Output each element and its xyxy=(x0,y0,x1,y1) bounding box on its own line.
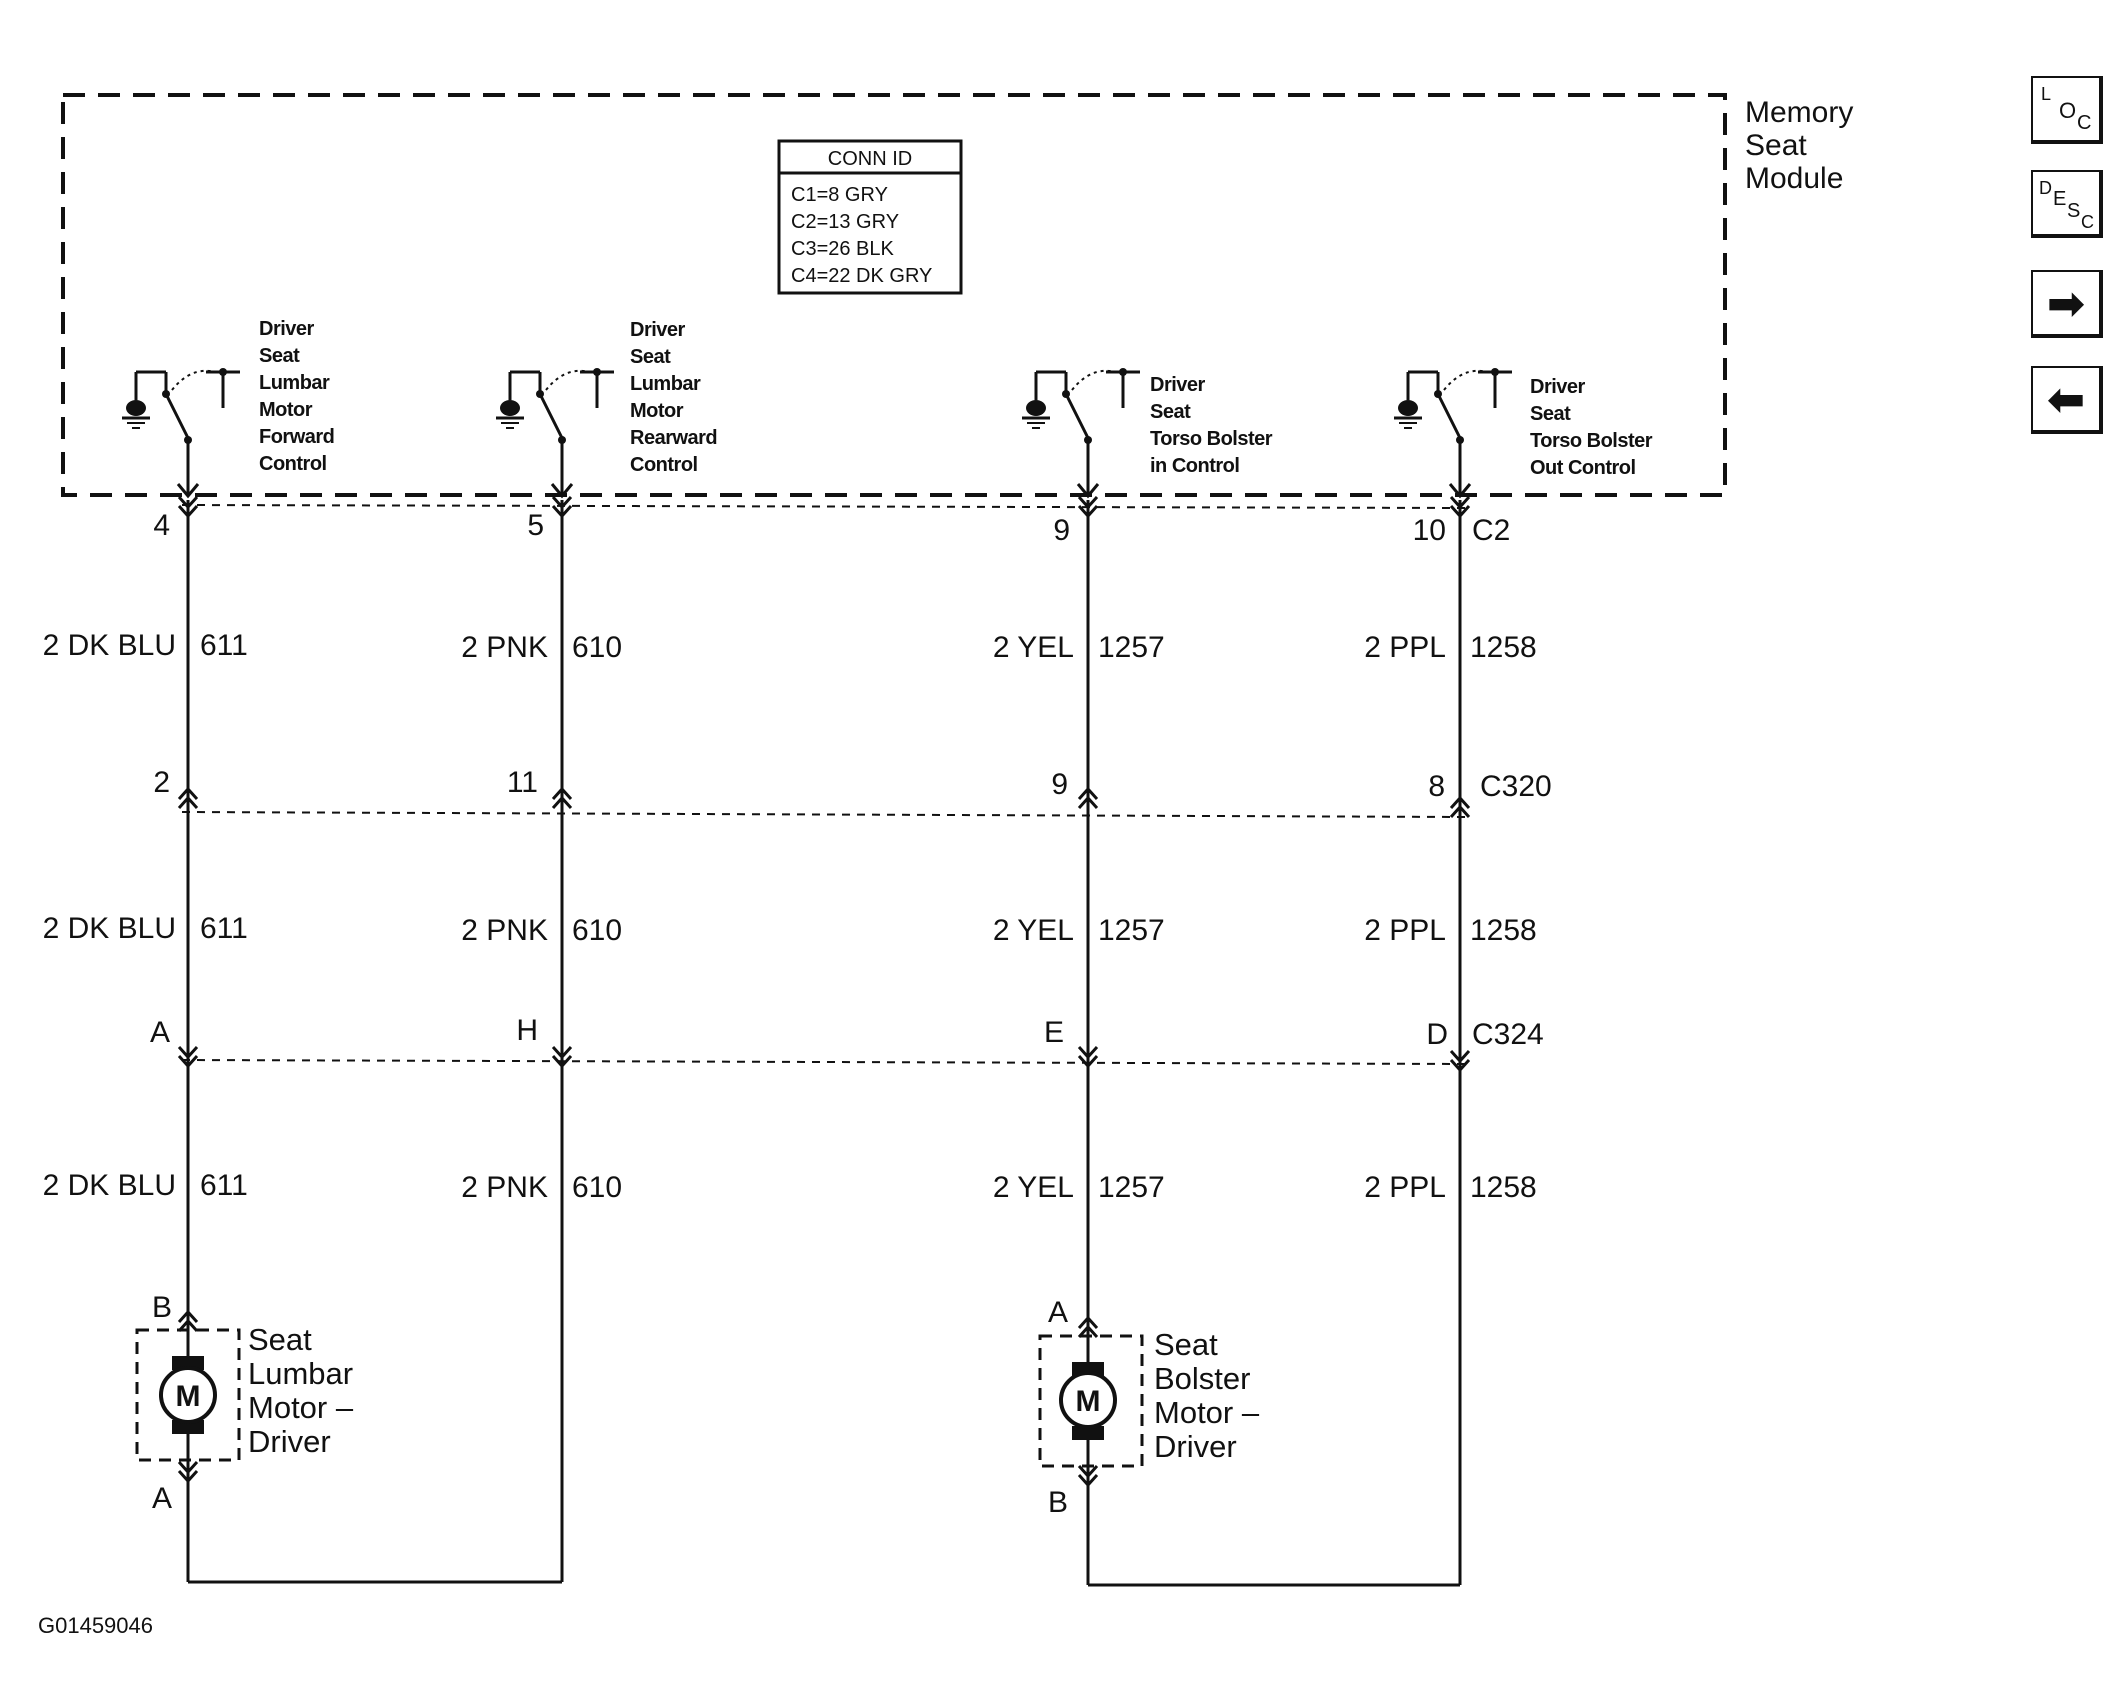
svg-text:1257: 1257 xyxy=(1098,914,1165,947)
svg-text:C324: C324 xyxy=(1472,1018,1544,1051)
svg-text:610: 610 xyxy=(572,1171,622,1204)
svg-text:2 PPL: 2 PPL xyxy=(1364,1171,1446,1204)
svg-text:610: 610 xyxy=(572,631,622,664)
svg-text:1258: 1258 xyxy=(1470,631,1537,664)
svg-text:2 YEL: 2 YEL xyxy=(993,1171,1074,1204)
svg-text:2 PNK: 2 PNK xyxy=(461,914,548,947)
conn-id-row: C3=26 BLK xyxy=(791,238,895,260)
conn-id-table: CONN ID C1=8 GRY C2=13 GRY C3=26 BLK C4=… xyxy=(777,139,963,295)
svg-text:2 YEL: 2 YEL xyxy=(993,631,1074,664)
svg-text:9: 9 xyxy=(1053,514,1070,547)
switch-bolster-in-control: Driver Seat Torso Bolster in Control xyxy=(1020,366,1277,498)
arrow-left-icon: ⬅ xyxy=(2046,372,2086,426)
svg-text:Driver Seat Lumbar: Driver Seat Lumbar Motor Rearward Contro… xyxy=(630,319,722,476)
svg-text:8: 8 xyxy=(1428,770,1445,803)
svg-text:1257: 1257 xyxy=(1098,631,1165,664)
desc-letter-c: C xyxy=(2081,212,2094,232)
svg-text:611: 611 xyxy=(200,912,248,945)
svg-text:Driver Seat Torso: Driver Seat Torso Bolster Out Control xyxy=(1530,376,1657,479)
figure-id: G01459046 xyxy=(38,1613,153,1638)
loc-letter-l: L xyxy=(2041,84,2052,104)
svg-text:1258: 1258 xyxy=(1470,914,1537,947)
svg-text:Driver Seat Lumbar: Driver Seat Lumbar Motor Forward Control xyxy=(259,318,339,475)
desc-letter-d: D xyxy=(2039,178,2052,198)
svg-text:A: A xyxy=(1048,1296,1068,1329)
desc-letter-s: S xyxy=(2067,200,2081,222)
loc-letter-o: O xyxy=(2059,98,2077,123)
prev-button[interactable]: ⬅ xyxy=(2031,366,2103,434)
svg-text:C320: C320 xyxy=(1480,770,1552,803)
svg-text:B: B xyxy=(1048,1486,1068,1519)
desc-button[interactable]: D E S C xyxy=(2031,170,2103,238)
connector-c320: 2 11 9 8 C320 xyxy=(153,766,1551,803)
connector-lines xyxy=(181,504,1467,1065)
svg-text:D: D xyxy=(1426,1018,1448,1051)
motor-symbol: M xyxy=(176,1380,201,1413)
svg-text:B: B xyxy=(152,1291,172,1324)
svg-text:E: E xyxy=(1044,1016,1064,1049)
svg-text:5: 5 xyxy=(527,509,544,542)
svg-text:Seat Lumbar Motor: Seat Lumbar Motor – Driver xyxy=(248,1322,362,1459)
svg-text:4: 4 xyxy=(153,509,170,542)
switch-forward-control: Driver Seat Lumbar Motor Forward Control xyxy=(120,318,339,498)
svg-text:611: 611 xyxy=(200,629,248,662)
svg-text:2 PPL: 2 PPL xyxy=(1364,914,1446,947)
connector-c2: 4 5 9 10 C2 xyxy=(153,509,1510,547)
svg-text:611: 611 xyxy=(200,1169,248,1202)
svg-text:1257: 1257 xyxy=(1098,1171,1165,1204)
svg-text:11: 11 xyxy=(507,766,538,799)
lumbar-motor: B A M Seat Lumbar Motor – Driver xyxy=(135,1291,362,1515)
loc-button[interactable]: L O C xyxy=(2031,76,2103,144)
switch-bolster-out-control: Driver Seat Torso Bolster Out Control xyxy=(1392,366,1657,498)
loc-letter-c: C xyxy=(2077,112,2092,134)
wire-labels: 2 DK BLU 611 2 PNK 610 2 YEL 1257 2 PPL … xyxy=(43,629,1537,1204)
motor-symbol: M xyxy=(1076,1385,1101,1418)
svg-text:C2: C2 xyxy=(1472,514,1510,547)
svg-text:Driver Seat Torso: Driver Seat Torso Bolster in Control xyxy=(1150,374,1277,477)
conn-id-title: CONN ID xyxy=(828,148,912,170)
svg-text:A: A xyxy=(150,1016,170,1049)
arrow-right-icon: ➡ xyxy=(2046,276,2086,330)
module-boundary xyxy=(61,93,1727,497)
svg-text:2 PPL: 2 PPL xyxy=(1364,631,1446,664)
svg-text:H: H xyxy=(516,1014,538,1047)
next-button[interactable]: ➡ xyxy=(2031,270,2103,338)
svg-text:610: 610 xyxy=(572,914,622,947)
svg-text:2 PNK: 2 PNK xyxy=(461,631,548,664)
connector-c324: A H E D C324 xyxy=(150,1014,1544,1051)
svg-text:2 DK BLU: 2 DK BLU xyxy=(43,629,176,662)
svg-text:A: A xyxy=(152,1482,172,1515)
svg-text:2 PNK: 2 PNK xyxy=(461,1171,548,1204)
svg-text:2 DK BLU: 2 DK BLU xyxy=(43,1169,176,1202)
svg-text:2: 2 xyxy=(153,766,170,799)
svg-text:Seat Bolster Motor: Seat Bolster Motor – Driver xyxy=(1154,1327,1268,1464)
svg-text:1258: 1258 xyxy=(1470,1171,1537,1204)
svg-text:2 DK BLU: 2 DK BLU xyxy=(43,912,176,945)
switch-rearward-control: Driver Seat Lumbar Motor Rearward Contro… xyxy=(494,319,722,498)
svg-text:9: 9 xyxy=(1051,768,1068,801)
desc-letter-e: E xyxy=(2053,188,2067,210)
conn-id-row: C1=8 GRY xyxy=(791,184,888,206)
conn-id-row: C4=22 DK GRY xyxy=(791,265,932,287)
svg-text:10: 10 xyxy=(1413,514,1446,547)
wire-lines xyxy=(186,500,1462,1587)
conn-id-row: C2=13 GRY xyxy=(791,211,899,233)
svg-text:2 YEL: 2 YEL xyxy=(993,914,1074,947)
bolster-motor: A B M Seat Bolster Motor – Driver xyxy=(1038,1296,1268,1519)
module-title: Memory Seat Module xyxy=(1745,96,1862,195)
connector-chevrons xyxy=(177,495,1471,1073)
